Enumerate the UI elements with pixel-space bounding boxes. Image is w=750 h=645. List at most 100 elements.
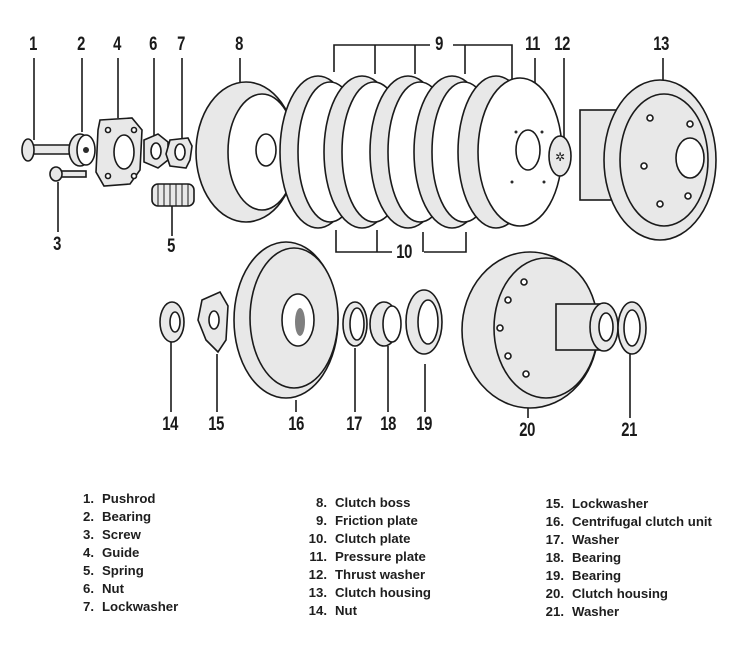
legend-number: 1.: [83, 491, 94, 506]
legend-item: 1. Pushrod: [80, 490, 178, 508]
legend-label: Lockwasher: [102, 599, 179, 614]
screw-part: [49, 166, 87, 182]
thrust-washer-part: ✲: [548, 135, 572, 177]
lockwasher-part-15: [197, 290, 229, 354]
legend-label: Guide: [102, 545, 140, 560]
legend-number: 19.: [545, 568, 564, 583]
legend-label: Spring: [102, 563, 144, 578]
callout-19: 19: [416, 414, 432, 435]
legend-item: 13. Clutch housing: [303, 584, 431, 602]
legend-label: Centrifugal clutch unit: [572, 514, 712, 529]
legend-label: Friction plate: [335, 513, 418, 528]
legend-number: 13.: [308, 585, 327, 600]
spring-part: [151, 183, 195, 207]
legend-label: Washer: [572, 532, 620, 547]
legend-number: 9.: [316, 513, 327, 528]
legend-item: 9. Friction plate: [303, 512, 431, 530]
nut-part-6: [143, 133, 169, 169]
callout-9: 9: [435, 34, 443, 55]
legend-label: Nut: [335, 603, 357, 618]
legend-item: 18. Bearing: [540, 549, 712, 567]
legend-label: Clutch plate: [335, 531, 411, 546]
legend-label: Washer: [572, 604, 620, 619]
legend-label: Clutch boss: [335, 495, 411, 510]
callout-13: 13: [653, 34, 669, 55]
callout-18: 18: [380, 414, 396, 435]
nut-part-14: [159, 301, 185, 343]
callout-6: 6: [149, 34, 157, 55]
guide-part: [95, 117, 143, 187]
callout-11: 11: [525, 34, 540, 55]
pressure-plate-part: [477, 77, 563, 227]
callout-1: 1: [29, 34, 37, 55]
legend-number: 16.: [545, 514, 564, 529]
callout-8: 8: [235, 34, 243, 55]
legend-number: 21.: [545, 604, 564, 619]
legend-number: 4.: [83, 545, 94, 560]
callout-3: 3: [53, 234, 61, 255]
legend-item: 6. Nut: [80, 580, 178, 598]
legend-number: 15.: [545, 496, 564, 511]
callout-5: 5: [167, 236, 175, 257]
legend-item: 3.Screw: [80, 526, 178, 544]
legend-label: Bearing: [572, 550, 622, 565]
bearing-part-19: [405, 289, 443, 355]
callout-16: 16: [288, 414, 304, 435]
callout-14: 14: [162, 414, 178, 435]
legend-label: Clutch housing: [572, 586, 668, 601]
legend-label: Nut: [102, 581, 124, 596]
svg-text:✲: ✲: [555, 150, 565, 164]
bearing-part-18: [369, 301, 402, 347]
legend-item: 15. Lockwasher: [540, 495, 712, 513]
bearing-part-2: [68, 133, 96, 167]
legend-column-2: 8. Clutch boss 9. Friction plate 10. Clutch…: [303, 494, 431, 620]
legend-number: 10.: [308, 531, 327, 546]
legend-item: 2. Bearing: [80, 508, 178, 526]
legend-label: Pushrod: [102, 491, 156, 506]
clutch-housing-part-20: [461, 251, 619, 409]
legend-number: 18.: [545, 550, 564, 565]
callout-20: 20: [519, 420, 535, 441]
legend-label: Screw: [102, 527, 141, 542]
washer-part-21: [617, 301, 647, 355]
legend-number: 12.: [308, 567, 327, 582]
exploded-view-diagram: ✲: [21, 44, 717, 418]
callout-4: 4: [113, 34, 121, 55]
legend-item: 12. Thrust washer: [303, 566, 431, 584]
callout-10: 10: [396, 242, 412, 263]
legend-item: 17. Washer: [540, 531, 712, 549]
legend-number: 2.: [83, 509, 94, 524]
legend-label: Bearing: [102, 509, 152, 524]
legend-label: Clutch housing: [335, 585, 431, 600]
pushrod-part: [21, 138, 76, 162]
clutch-housing-part-13: [579, 79, 717, 241]
callout-21: 21: [621, 420, 637, 441]
legend-item: 19. Bearing: [540, 567, 712, 585]
legend-item: 10. Clutch plate: [303, 530, 431, 548]
washer-part-17: [342, 301, 368, 347]
legend-number: 17.: [545, 532, 564, 547]
leader-lines: [33, 44, 664, 418]
legend-number: 11.: [309, 549, 327, 564]
lockwasher-part-7: [165, 137, 193, 169]
legend-number: 6.: [83, 581, 94, 596]
centrifugal-clutch-part: [233, 241, 339, 399]
callout-2: 2: [77, 34, 85, 55]
plate-stack: [279, 75, 535, 229]
callout-12: 12: [554, 34, 570, 55]
legend-item: 11. Pressure plate: [303, 548, 431, 566]
legend-label: Bearing: [572, 568, 622, 583]
callout-17: 17: [346, 414, 362, 435]
legend-item: 16. Centrifugal clutch unit: [540, 513, 712, 531]
legend-number: 8.: [316, 495, 327, 510]
legend-item: 8. Clutch boss: [303, 494, 431, 512]
legend-label: Lockwasher: [572, 496, 649, 511]
legend-number: 14.: [308, 603, 327, 618]
legend-item: 4. Guide: [80, 544, 178, 562]
legend-label: Thrust washer: [335, 567, 426, 582]
legend-column-1: 1.Pushrod 2.Bearing 3.Screw 4.Guide 5.Sp…: [80, 490, 178, 616]
legend-label: Pressure plate: [335, 549, 426, 564]
legend-item: 20.Clutch housing: [540, 585, 712, 603]
legend-column-3: 15. Lockwasher 16. Centrifugal clutch unit…: [540, 495, 712, 621]
legend-item: 7.Lockwasher: [80, 598, 178, 616]
